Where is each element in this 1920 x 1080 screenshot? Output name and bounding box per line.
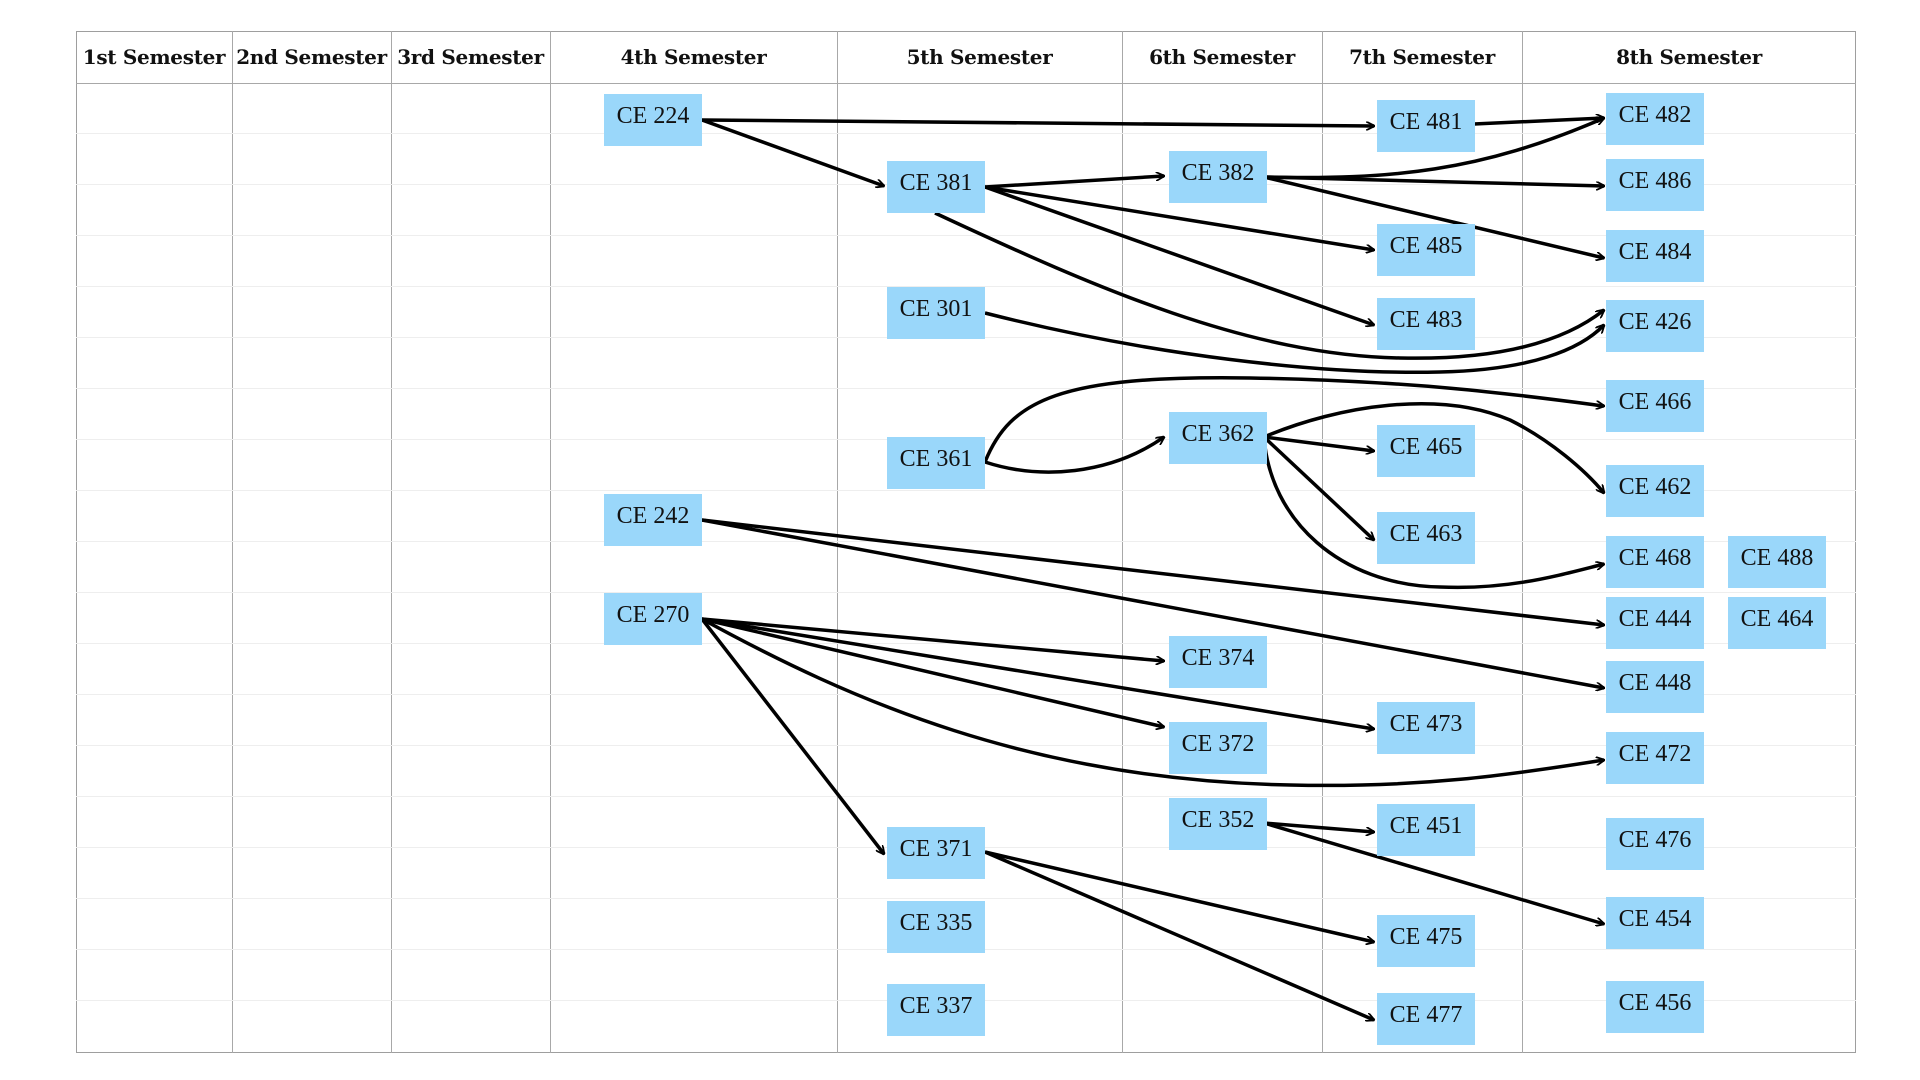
row-guide-line [76, 133, 1856, 134]
course-ce476[interactable]: CE 476 [1606, 818, 1704, 870]
course-ce371[interactable]: CE 371 [887, 827, 985, 879]
row-guide-line [76, 694, 1856, 695]
course-ce488[interactable]: CE 488 [1728, 536, 1826, 588]
row-guide-line [76, 745, 1856, 746]
course-ce361[interactable]: CE 361 [887, 437, 985, 489]
header-semester-5: 5th Semester [906, 45, 1053, 69]
header-semester-3: 3rd Semester [397, 45, 544, 69]
course-ce456[interactable]: CE 456 [1606, 981, 1704, 1033]
header-semester-8: 8th Semester [1616, 45, 1762, 69]
course-ce451[interactable]: CE 451 [1377, 804, 1475, 856]
column-divider [550, 31, 551, 1053]
course-ce483[interactable]: CE 483 [1377, 298, 1475, 350]
course-ce466[interactable]: CE 466 [1606, 380, 1704, 432]
course-ce301[interactable]: CE 301 [887, 287, 985, 339]
header-semester-7: 7th Semester [1349, 45, 1495, 69]
course-ce454[interactable]: CE 454 [1606, 897, 1704, 949]
course-ce463[interactable]: CE 463 [1377, 512, 1475, 564]
course-ce372[interactable]: CE 372 [1169, 722, 1267, 774]
course-ce362[interactable]: CE 362 [1169, 412, 1267, 464]
course-ce481[interactable]: CE 481 [1377, 100, 1475, 152]
course-ce426[interactable]: CE 426 [1606, 300, 1704, 352]
header-semester-6: 6th Semester [1149, 45, 1295, 69]
course-ce472[interactable]: CE 472 [1606, 732, 1704, 784]
column-divider [391, 31, 392, 1053]
course-ce382[interactable]: CE 382 [1169, 151, 1267, 203]
course-ce352[interactable]: CE 352 [1169, 798, 1267, 850]
course-ce468[interactable]: CE 468 [1606, 536, 1704, 588]
course-ce374[interactable]: CE 374 [1169, 636, 1267, 688]
course-ce477[interactable]: CE 477 [1377, 993, 1475, 1045]
course-ce337[interactable]: CE 337 [887, 984, 985, 1036]
course-ce486[interactable]: CE 486 [1606, 159, 1704, 211]
course-ce473[interactable]: CE 473 [1377, 702, 1475, 754]
row-guide-line [76, 235, 1856, 236]
row-guide-line [76, 898, 1856, 899]
course-ce485[interactable]: CE 485 [1377, 224, 1475, 276]
column-divider [232, 31, 233, 1053]
course-ce465[interactable]: CE 465 [1377, 425, 1475, 477]
row-guide-line [76, 541, 1856, 542]
curriculum-board [76, 31, 1856, 1053]
header-semester-2: 2nd Semester [236, 45, 387, 69]
course-ce224[interactable]: CE 224 [604, 94, 702, 146]
course-ce462[interactable]: CE 462 [1606, 465, 1704, 517]
course-ce444[interactable]: CE 444 [1606, 597, 1704, 649]
header-divider [76, 83, 1856, 84]
course-ce335[interactable]: CE 335 [887, 901, 985, 953]
course-ce448[interactable]: CE 448 [1606, 661, 1704, 713]
course-ce270[interactable]: CE 270 [604, 593, 702, 645]
course-ce482[interactable]: CE 482 [1606, 93, 1704, 145]
row-guide-line [76, 643, 1856, 644]
course-ce464[interactable]: CE 464 [1728, 597, 1826, 649]
row-guide-line [76, 796, 1856, 797]
header-semester-4: 4th Semester [620, 45, 767, 69]
row-guide-line [76, 592, 1856, 593]
header-semester-1: 1st Semester [82, 45, 226, 69]
course-ce475[interactable]: CE 475 [1377, 915, 1475, 967]
row-guide-line [76, 388, 1856, 389]
course-ce484[interactable]: CE 484 [1606, 230, 1704, 282]
row-guide-line [76, 490, 1856, 491]
course-ce381[interactable]: CE 381 [887, 161, 985, 213]
course-ce242[interactable]: CE 242 [604, 494, 702, 546]
